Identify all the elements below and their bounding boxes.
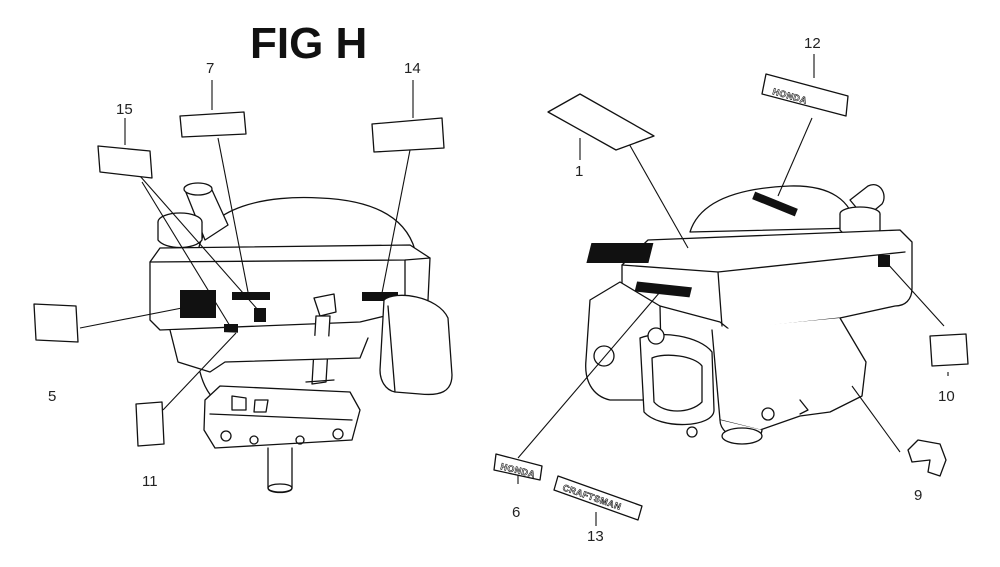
callout-7: 7 [206, 60, 214, 77]
decal-7-mark [232, 292, 270, 300]
right-decals: HONDA HONDA CRAFTSMAN [493, 73, 969, 521]
callout-labels: 7 14 15 5 11 1 12 10 9 6 13 [48, 35, 955, 545]
decal-5 [33, 303, 79, 343]
decal-10-mark [878, 255, 890, 267]
right-engine [585, 184, 913, 445]
callout-15: 15 [116, 101, 133, 118]
callout-13: 13 [587, 528, 604, 545]
decal-6 [493, 453, 543, 481]
decal-14 [371, 117, 445, 153]
decal-15 [97, 145, 153, 179]
decal-10 [929, 333, 969, 367]
callout-10: 10 [938, 388, 955, 405]
callout-14: 14 [404, 60, 421, 77]
decal-14-mark [362, 292, 398, 301]
decal-12-mark [752, 191, 798, 217]
decal-13 [553, 475, 643, 521]
left-engine [149, 182, 453, 494]
right-leader-lines [517, 54, 949, 526]
decal-11-mark [224, 324, 238, 335]
decal-9 [907, 439, 947, 477]
callout-6: 6 [512, 504, 520, 521]
decal-12 [761, 73, 849, 117]
decal-15-mark [254, 308, 266, 322]
left-leader-lines [79, 80, 414, 411]
callout-9: 9 [914, 487, 922, 504]
decal-1 [547, 93, 655, 151]
callout-1: 1 [575, 163, 583, 180]
callout-5: 5 [48, 388, 56, 405]
callout-12: 12 [804, 35, 821, 52]
decal-7 [179, 111, 247, 138]
decal-1-mark [586, 243, 654, 263]
left-decals [33, 111, 445, 447]
decal-11 [135, 401, 165, 447]
figure-title: FIG H [250, 19, 367, 68]
decal-5-mark [180, 290, 216, 318]
decal-6-mark [634, 281, 692, 298]
callout-11: 11 [142, 473, 158, 490]
